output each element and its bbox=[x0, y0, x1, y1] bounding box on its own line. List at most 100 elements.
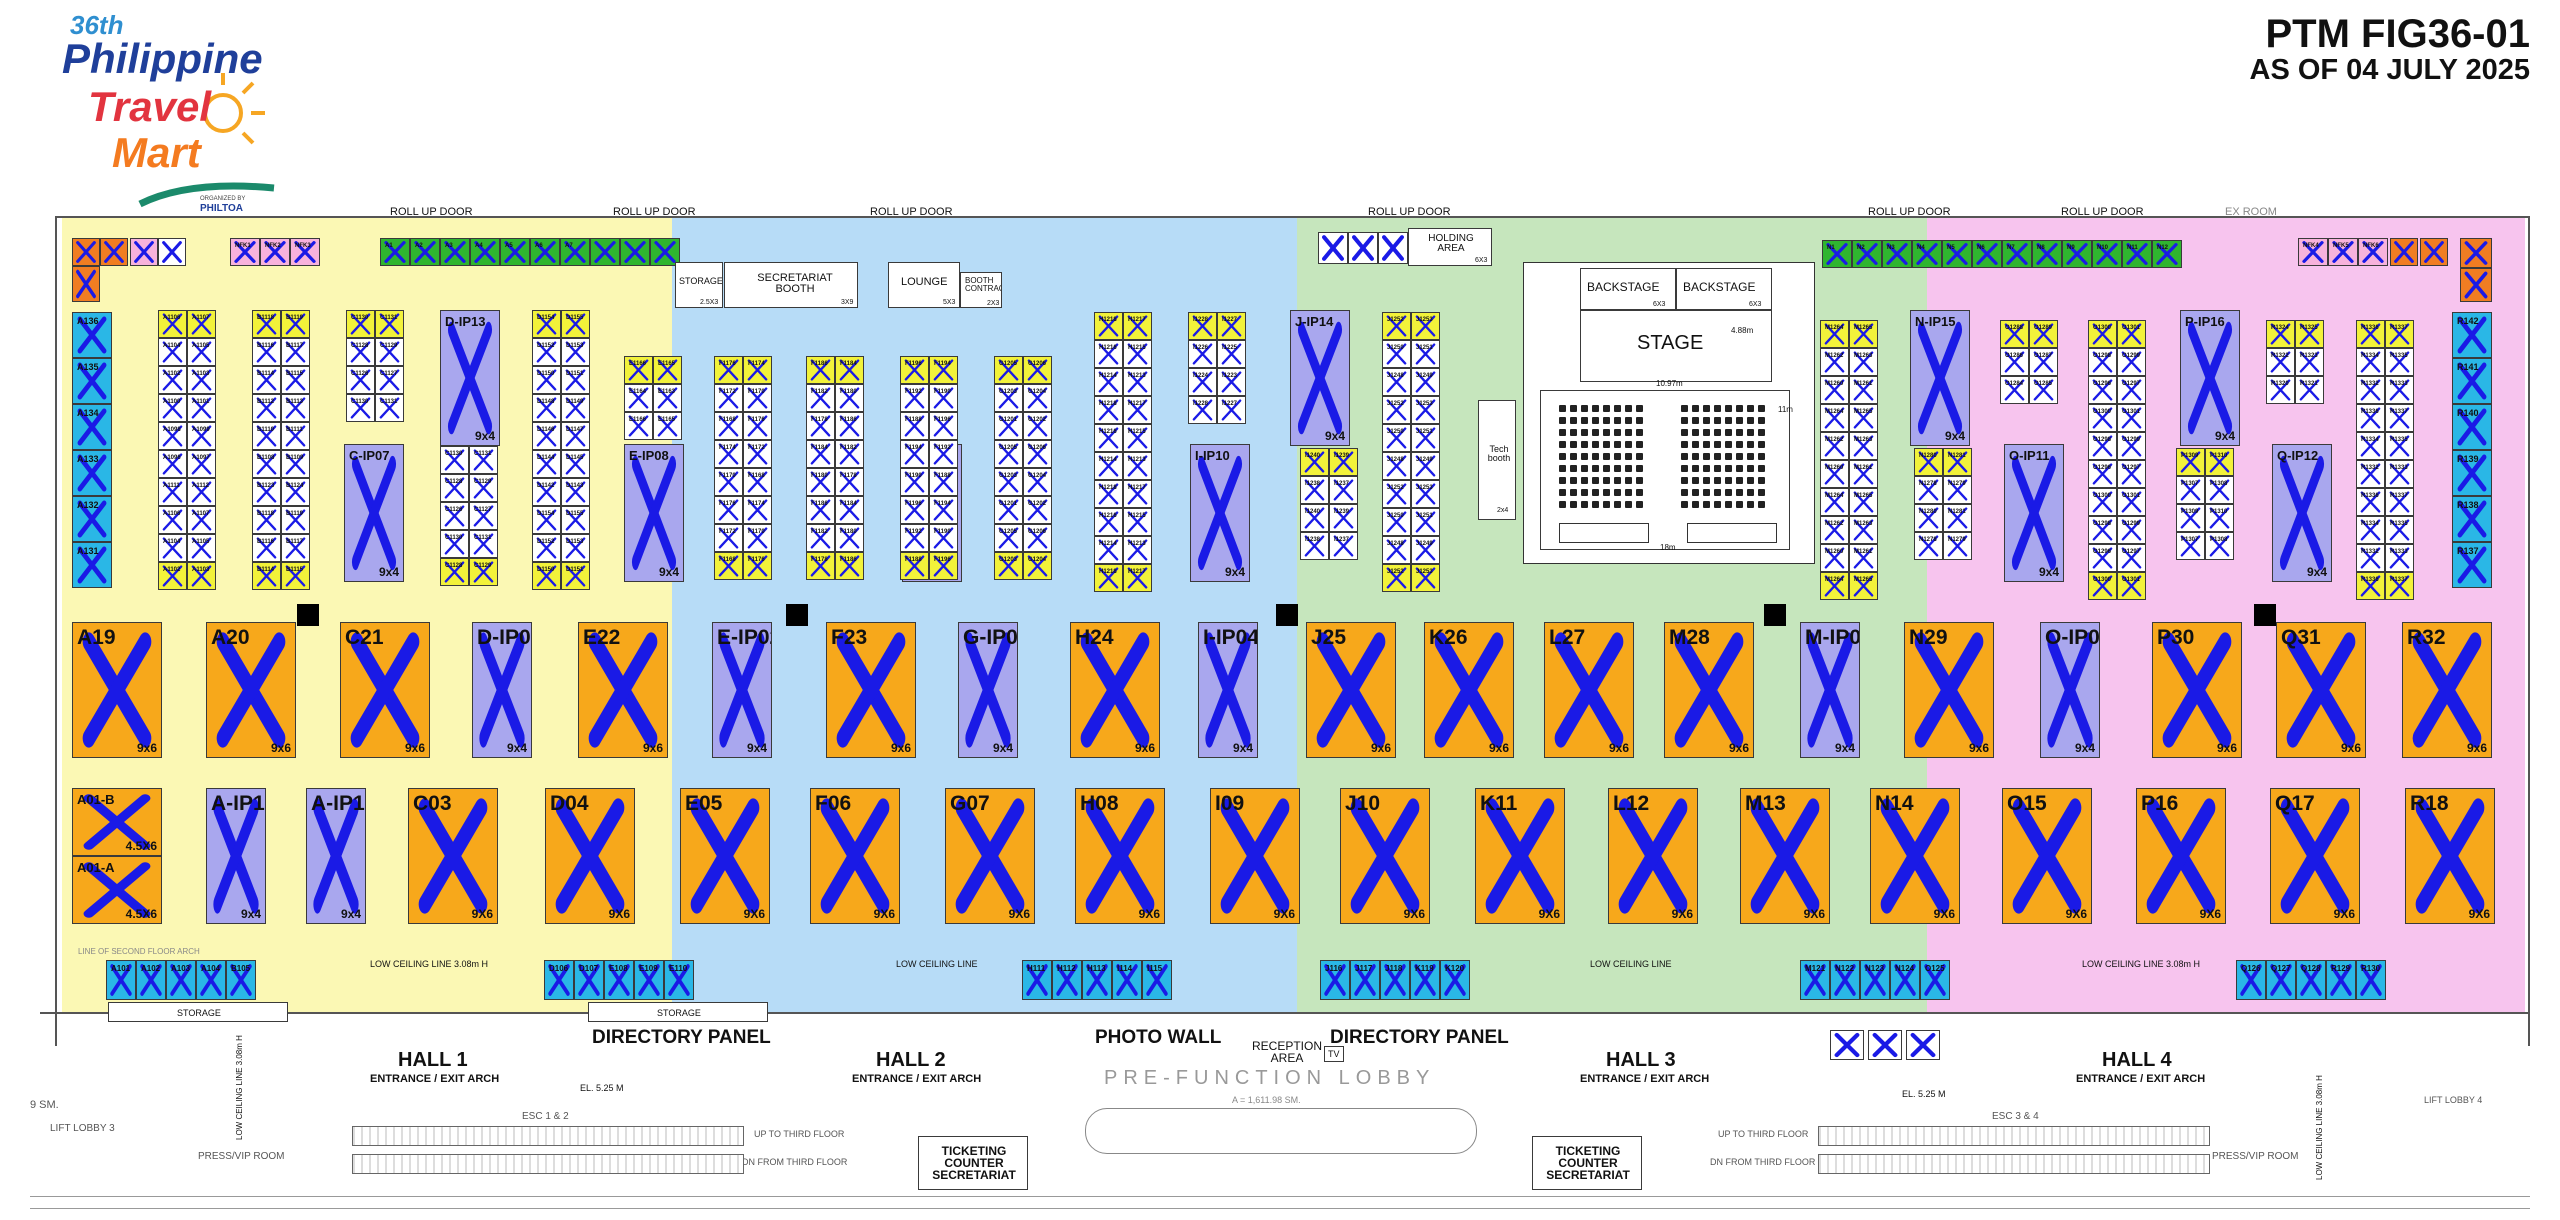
booth-f1176[interactable]: F1176 bbox=[743, 412, 772, 440]
booth-e1166[interactable]: E1166 bbox=[624, 356, 653, 384]
booth-b1114[interactable]: B1114 bbox=[252, 366, 281, 394]
booth-f1186[interactable]: F1186 bbox=[806, 356, 835, 384]
booth-i1237[interactable]: I1237 bbox=[1329, 532, 1358, 560]
booth-b1113[interactable]: B1113 bbox=[281, 394, 310, 422]
booth-m1263[interactable]: M1263 bbox=[1849, 516, 1878, 544]
booth-o1300[interactable]: O1300 bbox=[2088, 572, 2117, 600]
booth-n6[interactable]: N6 bbox=[1972, 240, 2002, 268]
booth-a1105[interactable]: A1105 bbox=[187, 338, 216, 366]
booth-m1265[interactable]: M1265 bbox=[1849, 404, 1878, 432]
booth-o1300[interactable]: O1300 bbox=[2088, 488, 2117, 516]
booth-i1237[interactable]: I1237 bbox=[1329, 476, 1358, 504]
booth-g1205[interactable]: G1205 bbox=[994, 440, 1023, 468]
booth-b1118[interactable]: B1118 bbox=[252, 310, 281, 338]
booth-c1130[interactable]: C1130 bbox=[346, 394, 375, 422]
booth-f1170[interactable]: F1170 bbox=[714, 468, 743, 496]
booth-b1110[interactable]: B1110 bbox=[252, 422, 281, 450]
booth-j1252[interactable]: J1252 bbox=[1382, 396, 1411, 424]
booth-i1240[interactable]: I1240 bbox=[1300, 504, 1329, 532]
booth-b1115[interactable]: B1115 bbox=[281, 366, 310, 394]
booth-f1170[interactable]: F1170 bbox=[743, 384, 772, 412]
booth-r140[interactable]: R140 bbox=[2452, 404, 2492, 450]
booth-h1218[interactable]: H1218 bbox=[1094, 312, 1123, 340]
booth-b1118[interactable]: B1118 bbox=[252, 506, 281, 534]
booth-h1218[interactable]: H1218 bbox=[1094, 396, 1123, 424]
booth-h1213[interactable]: H1213 bbox=[1123, 536, 1152, 564]
top-orange-booth[interactable] bbox=[72, 266, 100, 302]
booth-g1204[interactable]: G1204 bbox=[1023, 468, 1052, 496]
booth-n8[interactable]: N8 bbox=[2032, 240, 2062, 268]
booth-h1217[interactable]: H1217 bbox=[1123, 396, 1152, 424]
booth-j1248[interactable]: J1248 bbox=[1382, 536, 1411, 564]
booth-o1298[interactable]: O1298 bbox=[2088, 432, 2117, 460]
booth-m1262[interactable]: M1262 bbox=[1820, 348, 1849, 376]
booth-e110[interactable]: E110 bbox=[664, 960, 694, 1000]
booth-f1186[interactable]: F1186 bbox=[835, 552, 864, 580]
booth-b1115[interactable]: B1115 bbox=[281, 562, 310, 590]
booth-d1151[interactable]: D1151 bbox=[561, 366, 590, 394]
booth-g1204[interactable]: G1204 bbox=[1023, 552, 1052, 580]
booth-i1238[interactable]: I1238 bbox=[1300, 532, 1329, 560]
booth-r1334[interactable]: R1334 bbox=[2356, 516, 2385, 544]
booth-b1116[interactable]: B1116 bbox=[252, 338, 281, 366]
booth-r1332[interactable]: R1332 bbox=[2356, 544, 2385, 572]
booth-n9[interactable]: N9 bbox=[2062, 240, 2092, 268]
booth-a1104[interactable]: A1104 bbox=[158, 338, 187, 366]
booth-d1155[interactable]: D1155 bbox=[561, 310, 590, 338]
booth-r1333[interactable]: R1333 bbox=[2385, 376, 2414, 404]
top-green-booth[interactable] bbox=[590, 238, 620, 266]
booth-o1298[interactable]: O1298 bbox=[2088, 348, 2117, 376]
booth-r1336[interactable]: R1336 bbox=[2356, 320, 2385, 348]
booth-i1228[interactable]: I1228 bbox=[1188, 396, 1217, 424]
booth-m1263[interactable]: M1263 bbox=[1849, 348, 1878, 376]
booth-a1112[interactable]: A1112 bbox=[187, 478, 216, 506]
booth-n122[interactable]: N122 bbox=[1830, 960, 1860, 1000]
booth-j1252[interactable]: J1252 bbox=[1382, 480, 1411, 508]
booth-r1335[interactable]: R1335 bbox=[2385, 348, 2414, 376]
booth-b1111[interactable]: B1111 bbox=[281, 422, 310, 450]
booth-j1252[interactable]: J1252 bbox=[1382, 312, 1411, 340]
booth-p1309[interactable]: P1309 bbox=[2176, 448, 2205, 476]
booth-g1201[interactable]: G1201 bbox=[994, 496, 1023, 524]
booth-f1170[interactable]: F1170 bbox=[743, 524, 772, 552]
booth-a3[interactable]: A3 bbox=[440, 238, 470, 266]
booth-i1227[interactable]: I1227 bbox=[1217, 312, 1246, 340]
booth-c1128[interactable]: C1128 bbox=[440, 558, 469, 586]
booth-j118[interactable]: J118 bbox=[1380, 960, 1410, 1000]
booth-c1130[interactable]: C1130 bbox=[440, 446, 469, 474]
booth-g1206[interactable]: G1206 bbox=[1023, 524, 1052, 552]
booth-h1218[interactable]: H1218 bbox=[1094, 564, 1123, 592]
booth-b1116[interactable]: B1116 bbox=[252, 534, 281, 562]
booth-f1192[interactable]: F1192 bbox=[929, 440, 958, 468]
booth-n1281[interactable]: N1281 bbox=[1943, 504, 1972, 532]
booth-f1188[interactable]: F1188 bbox=[929, 468, 958, 496]
booth-h1214[interactable]: H1214 bbox=[1094, 452, 1123, 480]
booth-c1131[interactable]: C1131 bbox=[375, 310, 404, 338]
booth-a1098[interactable]: A1098 bbox=[158, 422, 187, 450]
booth-j1250[interactable]: J1250 bbox=[1382, 508, 1411, 536]
booth-n1281[interactable]: N1281 bbox=[1943, 448, 1972, 476]
booth-g1201[interactable]: G1201 bbox=[994, 412, 1023, 440]
booth-h111[interactable]: H111 bbox=[1022, 960, 1052, 1000]
booth-n10[interactable]: N10 bbox=[2092, 240, 2122, 268]
booth-n3[interactable]: N3 bbox=[1882, 240, 1912, 268]
booth-r1336[interactable]: R1336 bbox=[2356, 404, 2385, 432]
booth-r137[interactable]: R137 bbox=[2452, 542, 2492, 588]
booth-m1261[interactable]: M1261 bbox=[1849, 544, 1878, 572]
booth-h1218[interactable]: H1218 bbox=[1094, 480, 1123, 508]
booth-f1196[interactable]: F1196 bbox=[929, 412, 958, 440]
booth-i1227[interactable]: I1227 bbox=[1217, 396, 1246, 424]
booth-n124[interactable]: N124 bbox=[1890, 960, 1920, 1000]
booth-j1248[interactable]: J1248 bbox=[1382, 452, 1411, 480]
